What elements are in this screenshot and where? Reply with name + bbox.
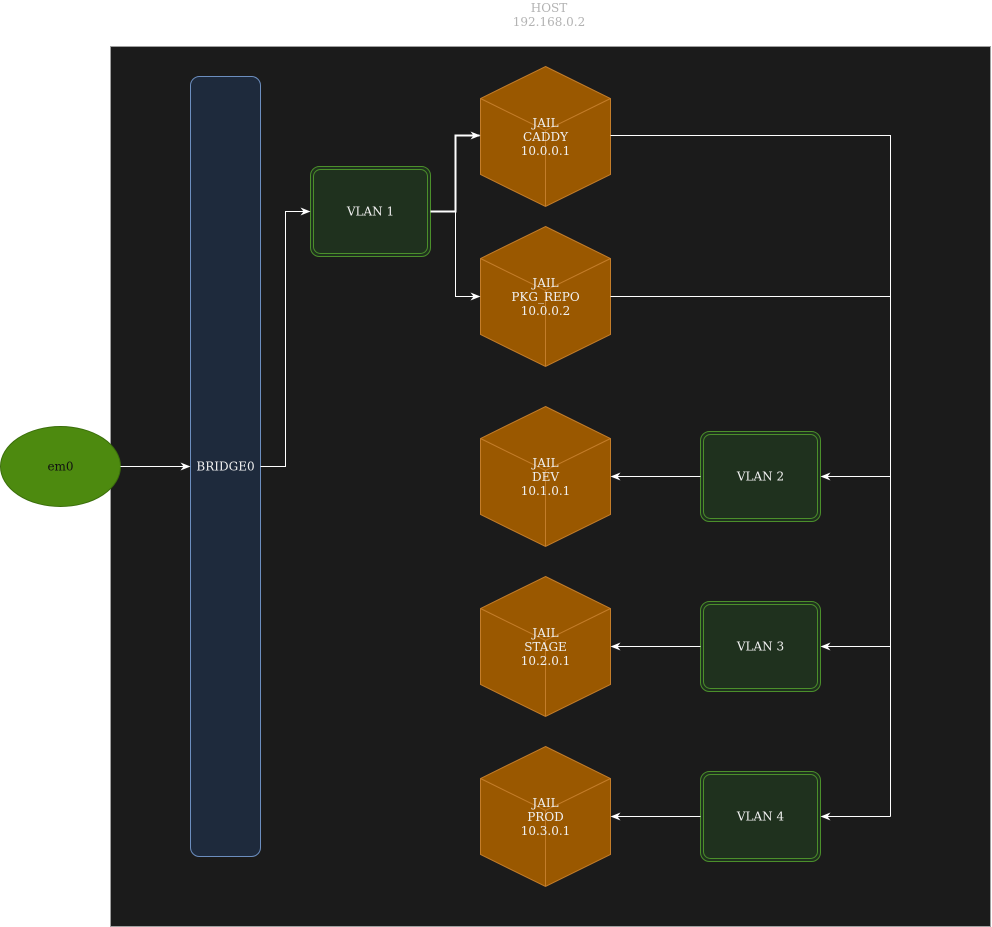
jail-ip-label: 10.0.0.2 (521, 304, 571, 318)
jail-name-label: PROD (527, 810, 564, 824)
jail-ip-label: 10.0.0.1 (521, 144, 571, 158)
jail-prod-label: JAIL PROD 10.3.0.1 (521, 796, 571, 838)
vlan-3-label: VLAN 3 (736, 640, 784, 654)
vlan-4-label: VLAN 4 (736, 810, 785, 824)
jail-type-label: JAIL (530, 626, 558, 640)
jail-stage-cube-icon[interactable] (480, 575, 611, 718)
jail-name-label: CADDY (523, 130, 569, 144)
edge-vlan1-to-pkg-repo (430, 211, 481, 301)
jail-pkg-repo-label: JAIL PKG_REPO 10.0.0.2 (511, 276, 579, 318)
jail-ip-label: 10.3.0.1 (521, 824, 571, 838)
jail-pkg-repo-cube-icon[interactable] (480, 225, 611, 368)
jail-name-label: PKG_REPO (511, 290, 579, 304)
jail-name-label: STAGE (524, 640, 567, 654)
jail-dev-cube-icon[interactable] (480, 405, 611, 548)
vlan-2-label: VLAN 2 (736, 470, 784, 484)
bridge-label: BRIDGE0 (196, 460, 254, 474)
em0-label: em0 (47, 460, 73, 474)
jail-prod-cube-icon[interactable] (480, 745, 611, 888)
jail-type-label: JAIL (530, 456, 558, 470)
jail-type-label: JAIL (530, 116, 558, 130)
host-ip: 192.168.0.2 (513, 15, 586, 29)
jail-ip-label: 10.2.0.1 (521, 654, 571, 668)
vlan-4-box[interactable] (700, 771, 821, 862)
jail-ip-label: 10.1.0.1 (521, 484, 571, 498)
connectors (120, 131, 891, 821)
jail-type-label: JAIL (530, 276, 558, 290)
edge-caddy-out (610, 135, 891, 817)
host-title: HOST (531, 1, 568, 15)
jail-type-label: JAIL (530, 796, 558, 810)
edge-bridge-to-vlan1 (260, 207, 311, 467)
jail-name-label: DEV (532, 470, 559, 484)
jail-dev-label: JAIL DEV 10.1.0.1 (521, 456, 571, 498)
vlan-1-label: VLAN 1 (346, 205, 394, 219)
jail-caddy-label: JAIL CADDY 10.0.0.1 (521, 116, 571, 158)
jail-caddy-cube-icon[interactable] (480, 65, 611, 208)
vlan-3-box[interactable] (700, 601, 821, 692)
jail-stage-label: JAIL STAGE 10.2.0.1 (521, 626, 571, 668)
